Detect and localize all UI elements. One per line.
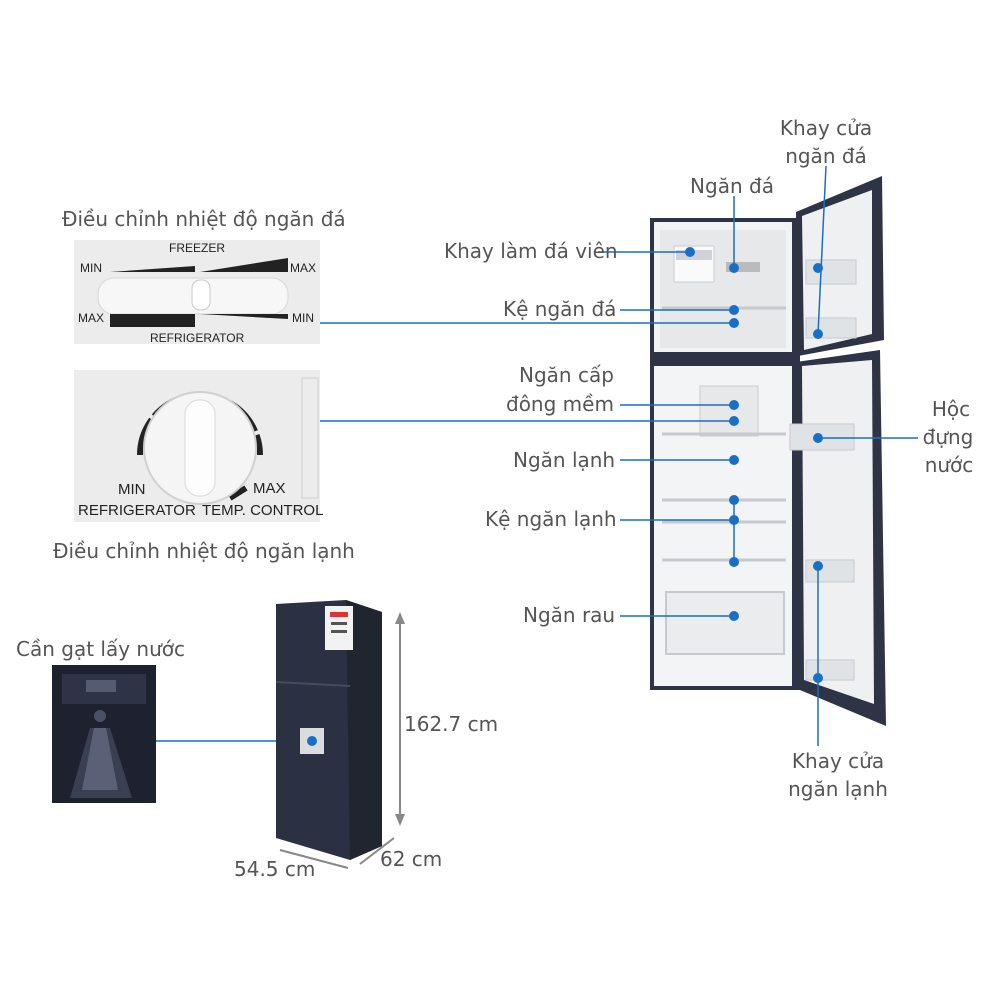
fridge-control-title: Điều chỉnh nhiệt độ ngăn lạnh <box>53 539 355 563</box>
dot-fridge-control <box>729 416 739 426</box>
callout-dots <box>685 247 823 683</box>
dot-water-box <box>813 433 823 443</box>
freezer-control-title: Điều chỉnh nhiệt độ ngăn đá <box>62 207 346 231</box>
dial-temp-control-label: TEMP. CONTROL <box>202 502 323 519</box>
depth-dimension-line <box>359 837 395 865</box>
fridge-compartment-label: Ngăn lạnh <box>513 448 615 472</box>
dot-fridge-shelf-2 <box>729 515 739 525</box>
dot-freezer-control <box>729 318 739 328</box>
dial-max-label: MAX <box>253 480 286 497</box>
dot-freezer-door-2 <box>813 329 823 339</box>
dot-vegetable <box>729 611 739 621</box>
dot-freezer-shelf <box>729 305 739 315</box>
width-label: 54.5 cm <box>234 857 315 881</box>
freezer-slider-panel: FREEZER MIN MAX MAX MIN REFRIGERATOR <box>74 240 320 345</box>
dot-fridge <box>729 455 739 465</box>
freezer-compartment-label: Ngăn đá <box>690 174 774 198</box>
water-box-label-2: đựng <box>923 425 974 449</box>
ice-tray-label: Khay làm đá viên <box>444 239 618 263</box>
dial-knob <box>184 399 216 497</box>
width-dimension-line <box>279 849 349 869</box>
fridge-front-view <box>275 600 382 860</box>
fridge-dial-panel: MIN MAX REFRIGERATOR TEMP. CONTROL <box>74 370 323 522</box>
dot-freezer <box>729 263 739 273</box>
water-box-label-3: nước <box>925 453 974 477</box>
depth-label: 62 cm <box>380 847 442 871</box>
soft-freeze-label-1: Ngăn cấp <box>519 363 614 387</box>
min-left-label: MIN <box>80 261 102 275</box>
fridge-shelf-label: Kệ ngăn lạnh <box>485 507 617 531</box>
freezer-text: FREEZER <box>169 241 225 255</box>
water-box-label-1: Hộc <box>932 397 970 421</box>
dot-fridge-shelf-3 <box>729 557 739 567</box>
freezer-shelf-label: Kệ ngăn đá <box>503 297 616 321</box>
freezer-slider-knob <box>191 279 211 311</box>
leader-lines <box>320 165 918 746</box>
water-lever-photo <box>52 665 156 803</box>
freezer-door-tray-label-2: ngăn đá <box>785 144 867 168</box>
dot-freezer-door-1 <box>813 263 823 273</box>
dial-min-label: MIN <box>118 481 146 498</box>
height-label: 162.7 cm <box>404 712 498 736</box>
vegetable-drawer-label: Ngăn rau <box>523 603 615 627</box>
water-lever-label: Cần gạt lấy nước <box>16 637 185 661</box>
dot-soft-freeze <box>729 400 739 410</box>
fridge-door-tray-label-1: Khay cửa <box>792 749 884 773</box>
dot-fridge-door-2 <box>813 673 823 683</box>
dial-refrigerator-label: REFRIGERATOR <box>78 502 196 519</box>
min-right-label: MIN <box>292 311 314 325</box>
fridge-door-tray-label-2: ngăn lạnh <box>788 777 888 801</box>
max-right-label: MAX <box>290 261 316 275</box>
soft-freeze-label-2: đông mềm <box>506 392 614 416</box>
dot-ice-tray <box>685 247 695 257</box>
refrigerator-text: REFRIGERATOR <box>150 331 245 345</box>
dot-fridge-shelf-1 <box>729 495 739 505</box>
dot-fridge-door-1 <box>813 561 823 571</box>
freezer-door-tray-label-1: Khay cửa <box>780 116 872 140</box>
max-left-label: MAX <box>78 311 104 325</box>
open-fridge-photo <box>650 176 886 726</box>
